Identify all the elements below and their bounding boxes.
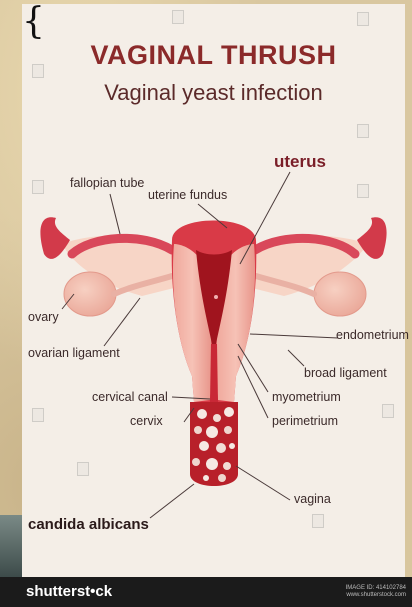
image-id: IMAGE ID: 414102784: [346, 585, 406, 592]
fimbriae-left: [40, 217, 70, 259]
ovary-right: [314, 272, 366, 316]
label-cervix: cervix: [130, 414, 163, 428]
diagram-card: { VAGINAL THRUSH Vaginal yeast infection: [22, 4, 405, 577]
fimbriae-right: [357, 217, 387, 259]
label-cervical-canal: cervical canal: [92, 390, 168, 404]
label-endometrium: endometrium: [336, 328, 409, 342]
label-ovary: ovary: [28, 310, 59, 324]
label-perimetrium: perimetrium: [272, 414, 338, 428]
cavity-dot: [214, 295, 218, 299]
ovary-left: [64, 272, 116, 316]
label-ovarian-ligament: ovarian ligament: [28, 346, 120, 360]
image-id-text: IMAGE ID: 414102784 www.shutterstock.com: [346, 585, 406, 599]
stock-logo: shutterst•ck: [26, 583, 112, 600]
label-uterine-fundus: uterine fundus: [148, 188, 227, 202]
label-uterus: uterus: [274, 152, 326, 172]
site-url: www.shutterstock.com: [346, 592, 406, 599]
label-candida-albicans: candida albicans: [28, 516, 149, 533]
label-fallopian-tube: fallopian tube: [70, 176, 144, 190]
label-broad-ligament: broad ligament: [304, 366, 387, 380]
stock-footer: shutterst•ck IMAGE ID: 414102784 www.shu…: [0, 577, 412, 607]
label-myometrium: myometrium: [272, 390, 341, 404]
uterus-illustration: [22, 4, 405, 577]
cervical-canal-shape: [210, 344, 218, 402]
label-vagina: vagina: [294, 492, 331, 506]
